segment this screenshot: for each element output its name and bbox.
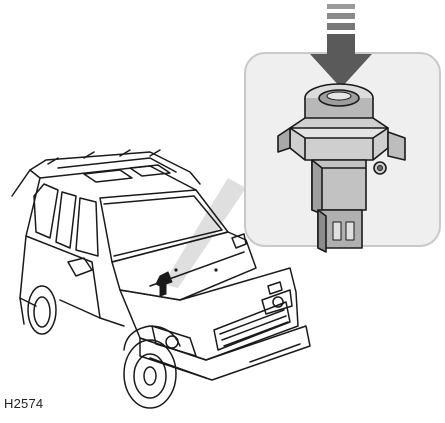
press-down-arrow-icon [310, 4, 372, 88]
vehicle-illustration [11, 149, 311, 409]
callout-leader [163, 178, 246, 288]
switch-component [277, 83, 406, 253]
switch-location-marker [155, 268, 218, 297]
figure-code-label: H2574 [4, 396, 44, 411]
